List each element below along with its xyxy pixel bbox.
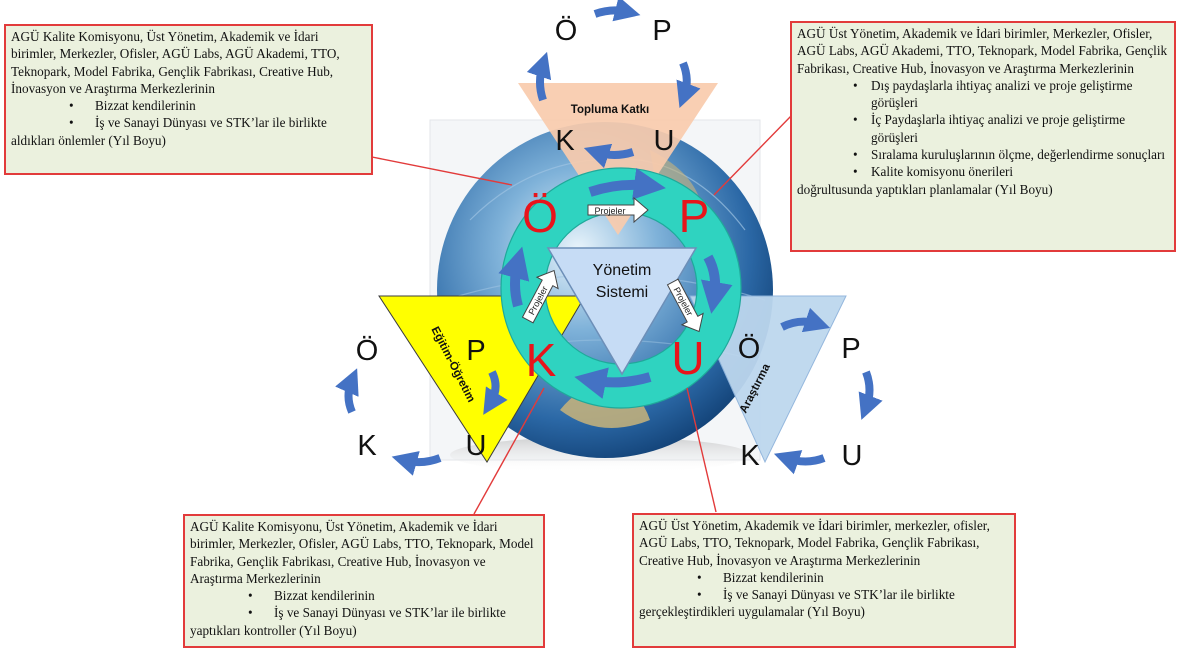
connector-top-left: [371, 156, 513, 186]
arastirma-arrow-right: [858, 370, 883, 420]
note-top-right-bullet-3: Sıralama kuruluşlarının ölçme, değerlend…: [797, 146, 1169, 164]
note-bottom-right-tail: gerçekleştirdikleri uygulamalar (Yıl Boy…: [639, 604, 865, 620]
arastirma-arrow-top: [780, 307, 831, 333]
egitim-arrow-bottom: [391, 451, 442, 476]
topluma-letter-o: Ö: [555, 15, 578, 47]
topluma-katki-triangle: [518, 83, 718, 235]
projeler-arrow-top: Projeler: [587, 196, 649, 224]
center-triangle: [546, 247, 698, 376]
topluma-katki-label: Topluma Katkı: [571, 104, 649, 116]
note-bottom-left: AGÜ Kalite Komisyonu, Üst Yönetim, Akade…: [183, 514, 545, 648]
note-bottom-right-bullet-1: Bizzat kendilerinin: [639, 569, 1009, 587]
topluma-letter-k: K: [555, 125, 575, 157]
note-top-left-intro: AGÜ Kalite Komisyonu, Üst Yönetim, Akade…: [11, 29, 340, 96]
egitim-letter-u: U: [466, 430, 487, 462]
note-top-left-bullet-1: Bizzat kendilerinin: [11, 97, 366, 115]
note-bottom-left-intro: AGÜ Kalite Komisyonu, Üst Yönetim, Akade…: [190, 519, 534, 586]
ring-letter-p: P: [679, 190, 710, 242]
note-bottom-right: AGÜ Üst Yönetim, Akademik ve İdari birim…: [632, 513, 1016, 648]
ring-letter-k: K: [526, 334, 557, 386]
egitim-letter-k: K: [357, 430, 377, 462]
note-bottom-right-bullet-2: İş ve Sanayi Dünyası ve STK’lar ile birl…: [639, 586, 1009, 604]
ring-arrow-bottom: [574, 367, 652, 399]
topluma-arrow-left: [526, 51, 552, 102]
note-top-right-tail: doğrultusunda yaptıkları planlamalar (Yı…: [797, 181, 1053, 197]
ring-arrow-left: [498, 246, 530, 308]
note-bottom-left-tail: yaptıkları kontroller (Yıl Boyu): [190, 622, 357, 638]
connector-bottom-left: [473, 387, 545, 515]
ring-letter-o: Ö: [522, 190, 558, 242]
topluma-letter-p: P: [652, 15, 671, 47]
note-top-left-bullet-2: İş ve Sanayi Dünyası ve STK’lar ile birl…: [11, 114, 366, 132]
center-title-line2: Sistemi: [596, 284, 648, 301]
arastirma-arrow-bottom: [773, 450, 826, 475]
egitim-letter-o: Ö: [356, 335, 379, 367]
svg-text:Projeler: Projeler: [594, 206, 625, 216]
topluma-arrow-bottom: [583, 143, 635, 169]
note-top-right-intro: AGÜ Üst Yönetim, Akademik ve İdari birim…: [797, 26, 1168, 76]
note-top-right-bullet-4: Kalite komisyonu önerileri: [797, 163, 1169, 181]
topluma-arrow-right: [676, 61, 701, 108]
note-top-left-tail: aldıkları önlemler (Yıl Boyu): [11, 132, 166, 148]
note-bottom-right-intro: AGÜ Üst Yönetim, Akademik ve İdari birim…: [639, 518, 990, 568]
ring-arrow-right: [700, 254, 733, 314]
topluma-arrow-top: [593, 0, 641, 22]
ring-arrow-top: [588, 168, 666, 200]
egitim-arrow-left: [335, 368, 359, 414]
arastirma-letter-p: P: [841, 333, 860, 365]
ring-letter-u: U: [671, 332, 704, 384]
arastirma-letter-u: U: [842, 440, 863, 472]
center-title-line1: Yönetim: [593, 262, 652, 279]
note-top-left: AGÜ Kalite Komisyonu, Üst Yönetim, Akade…: [4, 24, 373, 175]
egitim-letter-p: P: [466, 335, 485, 367]
connector-top-right: [713, 114, 793, 196]
note-top-right-bullet-1: Dış paydaşlarla ihtiyaç analizi ve proje…: [797, 77, 1169, 112]
note-bottom-left-bullet-2: İş ve Sanayi Dünyası ve STK’lar ile birl…: [190, 604, 538, 622]
arastirma-letter-k: K: [740, 440, 760, 472]
note-top-right-bullet-2: İç Paydaşlarla ihtiyaç analizi ve proje …: [797, 111, 1169, 146]
connector-bottom-right: [686, 387, 717, 513]
note-top-right: AGÜ Üst Yönetim, Akademik ve İdari birim…: [790, 21, 1176, 252]
arastirma-letter-o: Ö: [738, 333, 761, 365]
note-bottom-left-bullet-1: Bizzat kendilerinin: [190, 587, 538, 605]
egitim-arrow-right: [483, 370, 508, 415]
topluma-letter-u: U: [654, 125, 675, 157]
